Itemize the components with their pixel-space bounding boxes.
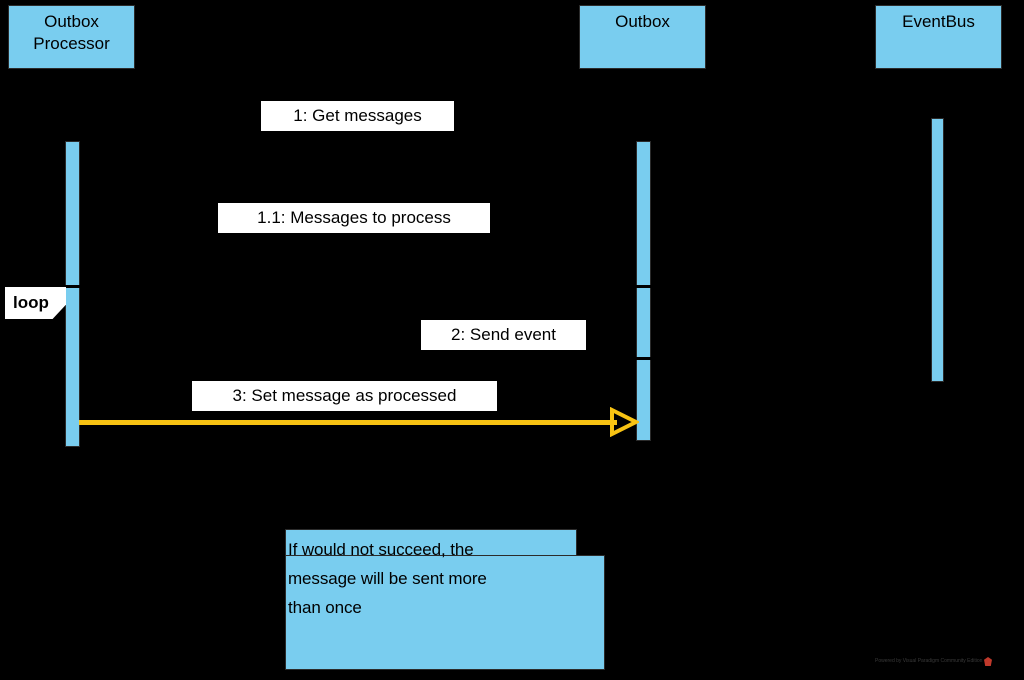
note-text: If would not succeed, the message will b…	[288, 540, 487, 617]
activation-bar-outbox[interactable]	[636, 141, 651, 441]
message-label-1-1[interactable]: 1.1: Messages to process	[218, 203, 490, 233]
lifeline-header-outbox-processor[interactable]: Outbox Processor	[8, 5, 135, 69]
message-arrow-head-icon	[610, 407, 639, 437]
message-label-2[interactable]: 2: Send event	[421, 320, 586, 350]
loop-fragment-separator-right-top	[636, 285, 651, 288]
activation-bar-outbox-processor[interactable]	[65, 141, 80, 447]
watermark-logo-icon	[984, 657, 992, 666]
lifeline-header-outbox[interactable]: Outbox	[579, 5, 706, 69]
note-shape-lower	[285, 555, 605, 670]
lifeline-header-eventbus[interactable]: EventBus	[875, 5, 1002, 69]
message-label-3[interactable]: 3: Set message as processed	[192, 381, 497, 411]
message-arrow-line[interactable]	[79, 420, 617, 425]
activation-separator-right-bottom	[636, 357, 651, 360]
activation-bar-eventbus[interactable]	[931, 118, 944, 382]
message-label-1[interactable]: 1: Get messages	[261, 101, 454, 131]
watermark-text: Powered by Visual Paradigm Community Edi…	[875, 658, 983, 664]
loop-fragment-separator-left	[65, 285, 80, 288]
loop-fragment-tag[interactable]: loop	[5, 287, 66, 319]
